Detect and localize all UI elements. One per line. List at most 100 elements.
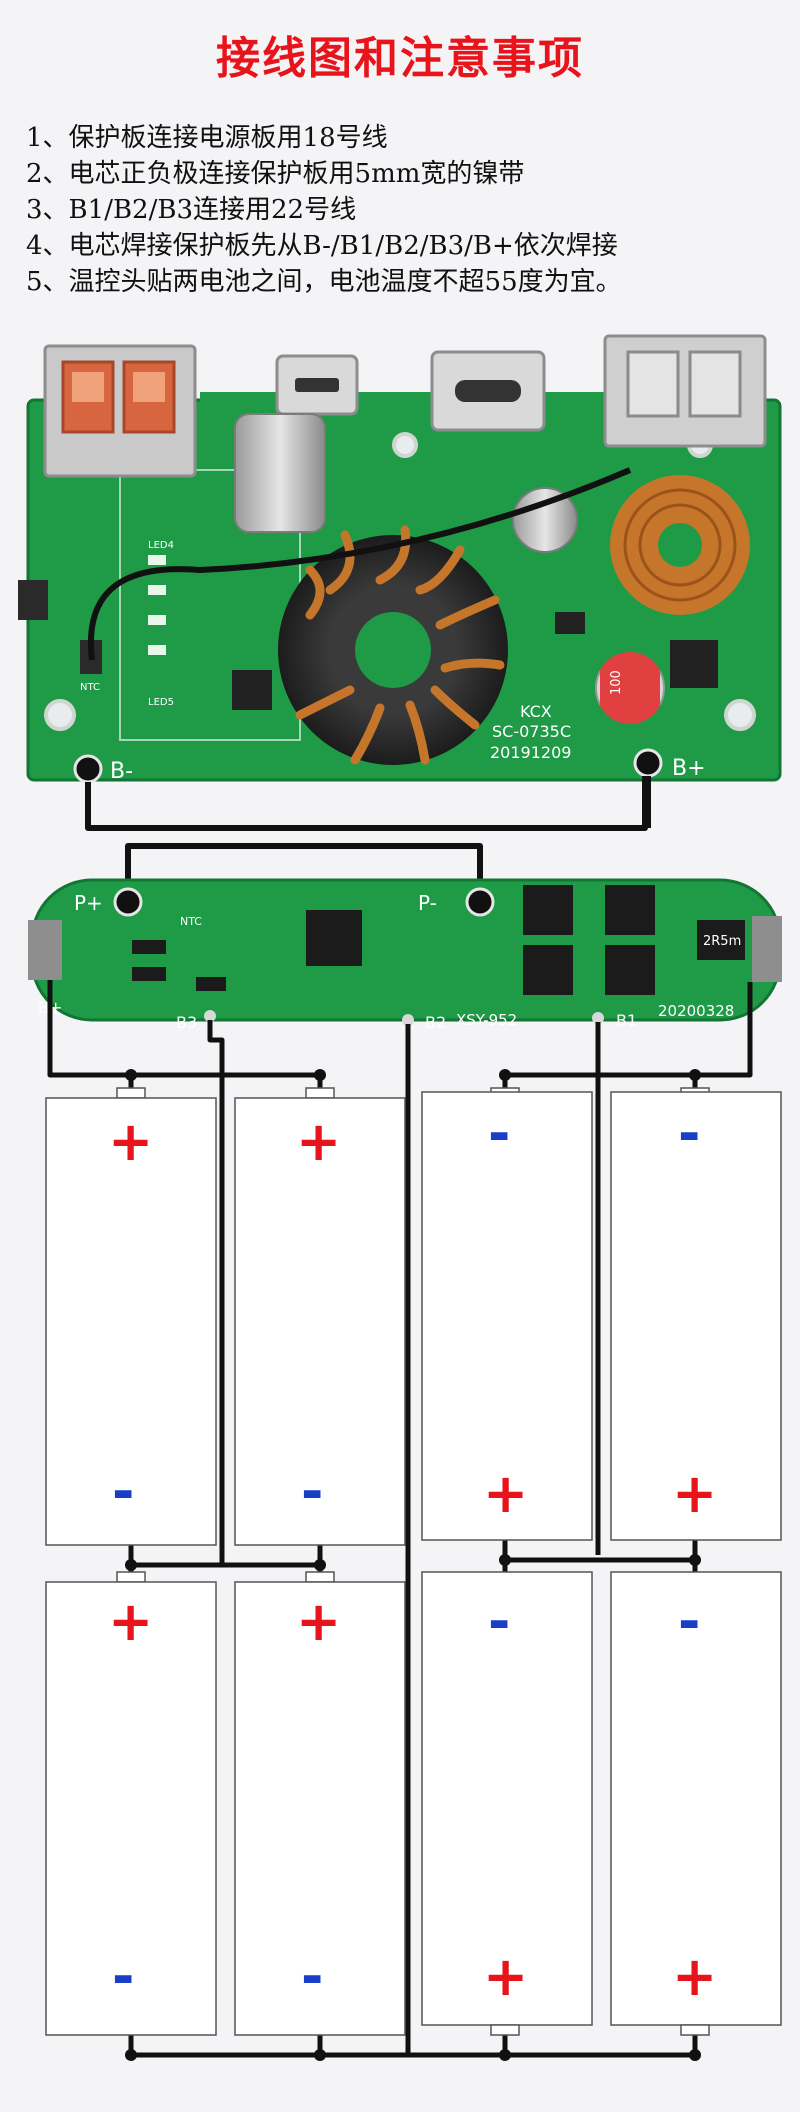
usb-c-port — [430, 350, 546, 432]
plus-sign: + — [108, 1110, 153, 1173]
protection-b1-pad — [592, 1012, 604, 1024]
ic-chip — [670, 640, 718, 688]
resistor — [196, 977, 226, 991]
minus-sign: - — [301, 1945, 323, 2008]
shunt-resistor-label: 2R5m — [703, 934, 741, 949]
minus-sign: - — [488, 1102, 510, 1165]
plus-sign: + — [108, 1590, 153, 1653]
battery-cell: + - — [45, 1571, 217, 2036]
wire-b3 — [207, 1020, 225, 1565]
battery-cell: + - — [234, 1571, 406, 2036]
note-item-3: 3、B1/B2/B3连接用22号线 — [26, 195, 357, 225]
power-board-led-label: LED4 — [148, 540, 174, 551]
mosfet — [523, 885, 573, 935]
protection-board: 2R5m P+ P- B+ B3 B2 B1 NTC XSY-952 20200… — [28, 878, 782, 1032]
plus-sign: + — [483, 1462, 528, 1525]
protection-board-model: XSY-952 — [456, 1011, 517, 1029]
protection-b2-label: B2 — [425, 1013, 446, 1032]
protection-b1-label: B1 — [616, 1011, 637, 1030]
protection-p-plus-pad — [113, 887, 143, 917]
power-board-brand: KCX — [520, 702, 552, 721]
power-board-b-plus-pad — [633, 748, 663, 778]
power-board-ntc-label: NTC — [80, 682, 100, 693]
push-switch — [18, 580, 48, 620]
mosfet — [605, 945, 655, 995]
ic-chip — [232, 670, 272, 710]
series-link-right-middle — [502, 1540, 698, 1563]
battery-cell: - + — [421, 1087, 593, 1541]
power-board-b-minus-label: B- — [110, 759, 133, 784]
resistor — [132, 940, 166, 954]
battery-cell: - + — [610, 1087, 782, 1541]
led-indicator — [148, 585, 166, 595]
mount-hole — [392, 432, 418, 458]
protection-board-ntc-label: NTC — [180, 915, 202, 928]
note-item-2: 2、电芯正负极连接保护板用5mm宽的镍带 — [26, 159, 525, 189]
mount-hole — [44, 699, 76, 731]
led-indicator — [148, 555, 166, 565]
minus-sign: - — [301, 1460, 323, 1523]
note-item-1: 1、保护板连接电源板用18号线 — [26, 123, 388, 153]
power-board-led-label: LED5 — [148, 697, 174, 708]
protection-p-plus-label: P+ — [74, 891, 103, 915]
electrolytic-capacitor-large — [234, 413, 326, 533]
micro-usb-port — [275, 354, 359, 416]
protection-p-minus-pad — [465, 887, 495, 917]
wire-b-plus-to-top-left-cells — [47, 980, 323, 1090]
power-board-model: SC-0735C — [492, 722, 571, 741]
page-title: 接线图和注意事项 — [216, 33, 584, 84]
battery-cell: - + — [421, 1571, 593, 2036]
minus-sign: - — [112, 1945, 134, 2008]
led-indicator — [148, 615, 166, 625]
resistor — [132, 967, 166, 981]
plus-sign: + — [296, 1590, 341, 1653]
shunt-resistor — [697, 920, 745, 960]
power-board-b-plus-label: B+ — [672, 756, 706, 781]
protection-p-minus-label: P- — [418, 891, 437, 915]
capacitor-red: 100 — [595, 652, 665, 724]
plus-sign: + — [672, 1945, 717, 2008]
protection-ic — [306, 910, 362, 966]
note-item-5: 5、温控头贴两电池之间，电池温度不超55度为宜。 — [26, 267, 622, 297]
series-link-left-middle — [128, 1545, 323, 1568]
protection-b3-label: B3 — [176, 1013, 197, 1032]
battery-cell: + - — [234, 1087, 406, 1546]
protection-b2-pad — [402, 1014, 414, 1026]
power-board-b-minus-pad — [73, 754, 103, 784]
minus-sign: - — [678, 1590, 700, 1653]
minus-sign: - — [678, 1102, 700, 1165]
wire-b-minus-to-top-right-cells — [505, 982, 753, 1078]
toroid-inductor-small — [610, 475, 750, 615]
wire-b-minus-to-p-plus — [85, 776, 648, 831]
plus-sign: + — [672, 1462, 717, 1525]
protection-board-date: 20200328 — [658, 1002, 734, 1020]
protection-board-left-tab — [28, 920, 62, 980]
electrolytic-capacitor-small — [512, 487, 578, 553]
svg-text:100: 100 — [609, 670, 624, 695]
series-link-bottom — [128, 2035, 698, 2058]
protection-board-right-tab — [752, 916, 782, 982]
wire-p-plus — [125, 843, 483, 900]
notes-list: 1、保护板连接电源板用18号线 2、电芯正负极连接保护板用5mm宽的镍带 3、B… — [26, 120, 796, 300]
usb-a-port-left — [43, 344, 197, 478]
battery-cell: - + — [610, 1571, 782, 2036]
power-board: 100 — [18, 334, 782, 784]
solder-joints — [125, 1069, 701, 2061]
led-indicator — [148, 645, 166, 655]
usb-a-port-right — [603, 334, 767, 448]
ntc-wire — [87, 467, 632, 661]
mount-hole — [724, 699, 756, 731]
minus-sign: - — [112, 1460, 134, 1523]
mosfet — [523, 945, 573, 995]
plus-sign: + — [296, 1110, 341, 1173]
ic-chip — [555, 612, 585, 634]
protection-b3-pad — [204, 1010, 216, 1022]
battery-cells: + - + - - + - + + - — [45, 1087, 782, 2036]
power-board-date: 20191209 — [490, 743, 571, 762]
mosfet — [605, 885, 655, 935]
minus-sign: - — [488, 1590, 510, 1653]
plus-sign: + — [483, 1945, 528, 2008]
toroid-inductor-large — [278, 525, 508, 765]
note-item-4: 4、电芯焊接保护板先从B-/B1/B2/B3/B+依次焊接 — [26, 231, 618, 261]
